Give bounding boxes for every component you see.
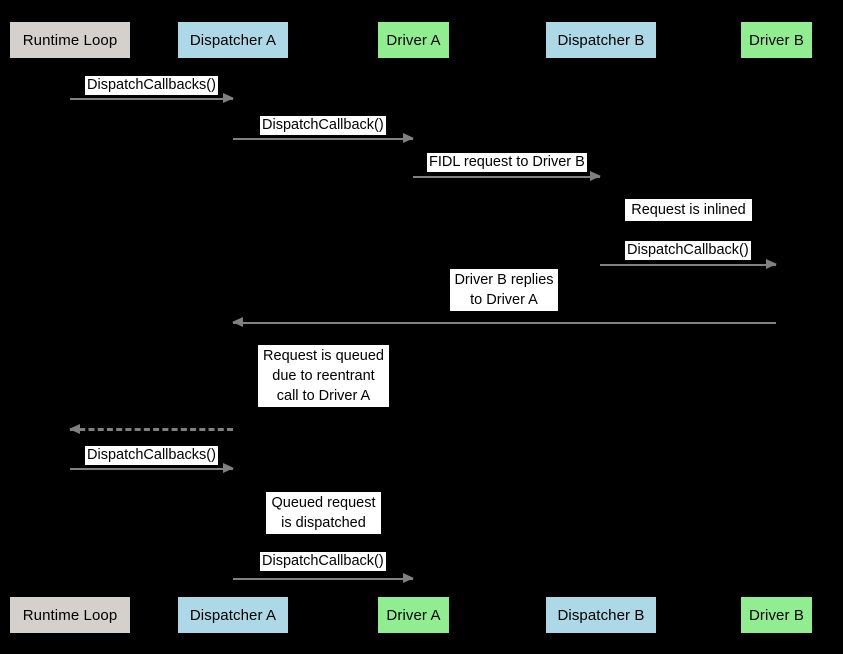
msg-return-to-runtime-loop[interactable] (69, 424, 233, 434)
lifeline-dispatcher-a (233, 58, 234, 597)
msg-dispatch-callbacks-1[interactable] (70, 93, 234, 103)
msg-dispatch-callbacks-2-line (70, 468, 233, 470)
msg-return-to-runtime-loop-arrowhead (69, 424, 80, 434)
header-participant-label-dispatcher-a: Dispatcher A (189, 31, 277, 49)
msg-fidl-request-line (413, 176, 600, 178)
msg-dispatch-callbacks-2-arrowhead (223, 463, 234, 473)
msg-dispatch-callbacks-2[interactable] (70, 463, 234, 473)
msg-dispatch-callbacks-2-label: DispatchCallbacks() (85, 446, 218, 465)
lifeline-dispatcher-b (600, 58, 601, 597)
footer-participant-dispatcher-b[interactable]: Dispatcher B (546, 597, 656, 633)
msg-driver-b-reply-arrowhead (232, 317, 243, 327)
msg-dispatch-callback-3-arrowhead (403, 573, 414, 583)
footer-participant-runtime-loop[interactable]: Runtime Loop (10, 597, 130, 633)
header-participant-dispatcher-b[interactable]: Dispatcher B (546, 22, 656, 58)
footer-participant-label-dispatcher-a: Dispatcher A (189, 606, 277, 624)
header-participant-dispatcher-a[interactable]: Dispatcher A (178, 22, 288, 58)
header-participant-label-driver-b: Driver B (749, 31, 804, 49)
msg-driver-b-reply-line (233, 322, 776, 324)
msg-fidl-request-label: FIDL request to Driver B (427, 153, 587, 172)
msg-dispatch-callback-1[interactable] (233, 133, 414, 143)
msg-fidl-request[interactable] (413, 171, 601, 181)
msg-dispatch-callback-1-line (233, 138, 413, 140)
msg-fidl-request-arrowhead (590, 171, 601, 181)
msg-driver-b-reply[interactable] (232, 317, 776, 327)
msg-dispatch-callback-1-label: DispatchCallback() (260, 116, 386, 135)
lifeline-driver-b (776, 58, 777, 597)
footer-participant-label-runtime-loop: Runtime Loop (22, 606, 118, 624)
lifeline-driver-a (413, 58, 414, 597)
msg-dispatch-callback-3[interactable] (233, 573, 414, 583)
footer-participant-driver-a[interactable]: Driver A (378, 597, 449, 633)
footer-participant-driver-b[interactable]: Driver B (741, 597, 812, 633)
footer-participant-label-driver-b: Driver B (749, 606, 804, 624)
lifeline-runtime-loop (70, 58, 71, 597)
footer-participant-dispatcher-a[interactable]: Dispatcher A (178, 597, 288, 633)
msg-dispatch-callback-2-line (600, 264, 776, 266)
header-participant-driver-a[interactable]: Driver A (378, 22, 449, 58)
note-request-queued: Request is queued due to reentrant call … (258, 345, 389, 407)
msg-dispatch-callbacks-1-arrowhead (223, 93, 234, 103)
footer-participant-label-driver-a: Driver A (386, 606, 441, 624)
note-queued-dispatched: Queued request is dispatched (266, 492, 381, 534)
msg-dispatch-callback-3-line (233, 578, 413, 580)
header-participant-label-runtime-loop: Runtime Loop (22, 31, 118, 49)
msg-dispatch-callback-2[interactable] (600, 259, 777, 269)
note-request-inlined: Request is inlined (625, 199, 752, 221)
msg-dispatch-callback-2-label: DispatchCallback() (625, 241, 751, 260)
msg-dispatch-callback-2-arrowhead (766, 259, 777, 269)
msg-dispatch-callback-1-arrowhead (403, 133, 414, 143)
header-participant-label-driver-a: Driver A (386, 31, 441, 49)
msg-dispatch-callbacks-1-label: DispatchCallbacks() (85, 76, 218, 95)
header-participant-driver-b[interactable]: Driver B (741, 22, 812, 58)
msg-dispatch-callback-3-label: DispatchCallback() (260, 552, 386, 571)
footer-participant-label-dispatcher-b: Dispatcher B (557, 606, 645, 624)
msg-dispatch-callbacks-1-line (70, 98, 233, 100)
header-participant-runtime-loop[interactable]: Runtime Loop (10, 22, 130, 58)
msg-return-to-runtime-loop-line (70, 428, 233, 431)
note-driver-b-replies: Driver B replies to Driver A (450, 269, 558, 311)
header-participant-label-dispatcher-b: Dispatcher B (557, 31, 645, 49)
